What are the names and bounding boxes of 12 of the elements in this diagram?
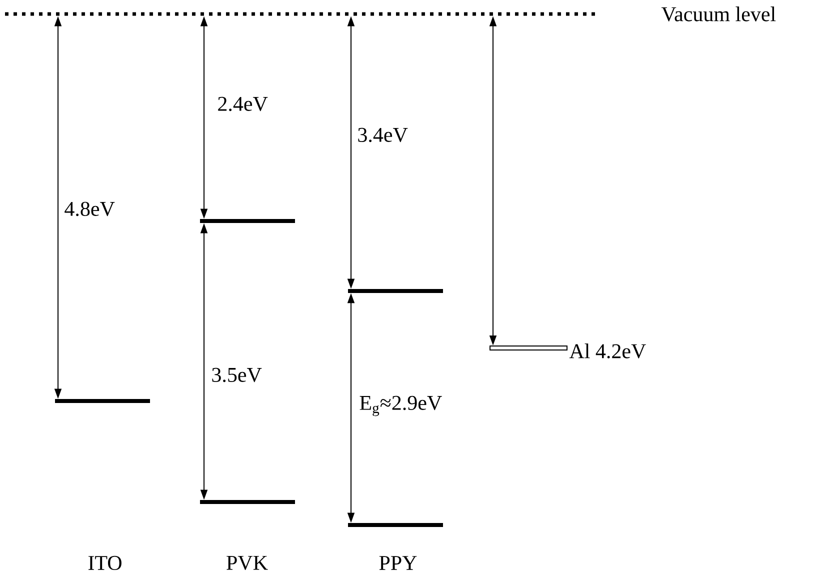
material-label: ITO xyxy=(88,556,122,570)
energy-label: 2.4eV xyxy=(216,96,269,112)
level-label: Vacuum level xyxy=(661,6,776,22)
dotted-level-line xyxy=(5,12,598,16)
energy-label: 4.8eV xyxy=(63,200,116,218)
energy-label: 3.5eV xyxy=(210,366,263,384)
level-label: Al 4.2eV xyxy=(569,344,646,358)
energy-level-bar xyxy=(490,345,568,350)
energy-label: E$_{g}$≈2.9eV xyxy=(358,394,444,418)
material-label: PVK xyxy=(226,556,268,570)
energy-label: 3.4eV xyxy=(356,126,409,144)
material-label: PPY xyxy=(379,556,417,570)
